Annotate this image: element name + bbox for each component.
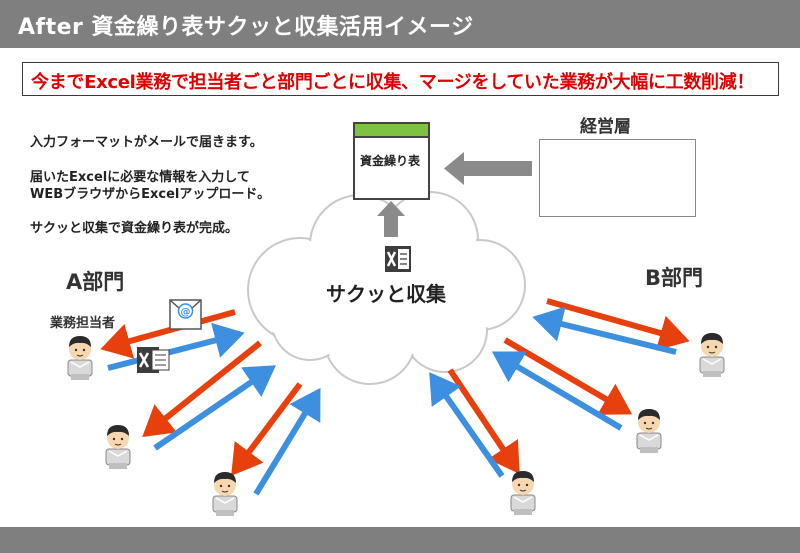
staff-label: 業務担当者 bbox=[50, 316, 116, 331]
red-arrow-b2 bbox=[503, 337, 633, 415]
blue-arrow-a2 bbox=[153, 365, 276, 451]
person-icon-b2 bbox=[636, 408, 662, 454]
report-arrow bbox=[444, 152, 532, 185]
blue-arrow-a1 bbox=[107, 322, 245, 371]
svg-text:@: @ bbox=[181, 307, 191, 318]
footer-bar bbox=[0, 527, 800, 553]
blue-arrows bbox=[107, 306, 677, 496]
blue-arrow-b3 bbox=[429, 372, 505, 478]
cloud-shape bbox=[247, 191, 526, 385]
headline-banner: 今までExcel業務で担当者ごと部門ごとに収集、マージをしていた業務が大幅に工数… bbox=[22, 62, 779, 96]
header-bar: After 資金繰り表サクッと収集活用イメージ bbox=[0, 0, 800, 48]
executives-label: 経営層 bbox=[580, 117, 631, 137]
note-line-3: WEBブラウザからExcelアップロード。 bbox=[30, 187, 271, 202]
dept-a-label: A部門 bbox=[66, 270, 125, 294]
note-line-4: サクッと収集で資金繰り表が完成。 bbox=[30, 221, 239, 236]
blue-arrow-a3 bbox=[253, 387, 321, 496]
headline-text: 今までExcel業務で担当者ごと部門ごとに収集、マージをしていた業務が大幅に工数… bbox=[31, 72, 755, 93]
page-title: After 資金繰り表サクッと収集活用イメージ bbox=[18, 15, 474, 40]
note-line-1: 入力フォーマットがメールで届きます。 bbox=[30, 135, 263, 150]
red-arrow-b1 bbox=[546, 298, 690, 351]
red-arrow-a1 bbox=[100, 309, 236, 359]
excel-icon-small bbox=[137, 347, 170, 373]
email-icon: @ bbox=[169, 299, 202, 330]
dept-b-label: B部門 bbox=[645, 266, 704, 290]
red-arrow-a2 bbox=[142, 340, 262, 437]
red-arrow-a3 bbox=[231, 382, 303, 476]
blue-arrow-b1 bbox=[532, 306, 677, 355]
person-icon-a2 bbox=[105, 424, 131, 470]
excel-icon bbox=[385, 246, 411, 272]
document-icon: 資金繰り表 bbox=[353, 122, 430, 200]
document-header-stripe bbox=[355, 124, 428, 138]
document-label: 資金繰り表 bbox=[360, 154, 421, 168]
blue-arrow-b2 bbox=[491, 351, 623, 431]
note-line-2: 届いたExcelに必要な情報を入力して bbox=[30, 170, 250, 185]
person-icon-a3 bbox=[212, 471, 238, 517]
cloud-label: サクッと収集 bbox=[326, 282, 446, 306]
person-icon-b1 bbox=[699, 332, 725, 378]
executives-box bbox=[539, 139, 696, 217]
upload-arrow bbox=[377, 201, 405, 237]
person-icon-b3 bbox=[510, 470, 536, 516]
person-icon-a1 bbox=[67, 335, 93, 381]
